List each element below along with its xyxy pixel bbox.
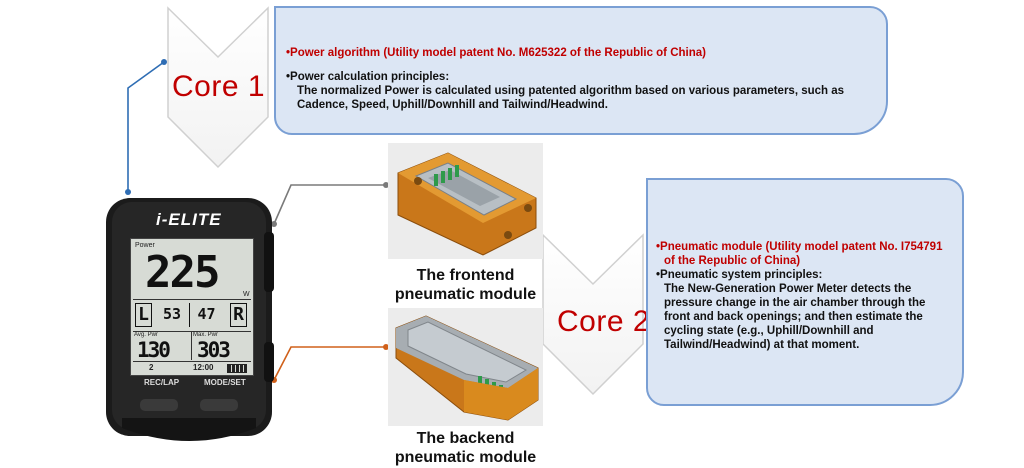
avg-power-value: 130 — [137, 338, 171, 362]
core1-body: The normalized Power is calculated using… — [297, 85, 845, 111]
power-value: 225 — [145, 247, 220, 298]
left-balance-value: 53 — [162, 305, 182, 323]
backend-module-image — [388, 308, 543, 426]
avg-power-label: Avg. Pwr — [134, 332, 158, 338]
rec-lap-button[interactable] — [140, 399, 178, 411]
core2-label: Core 2 — [557, 305, 651, 338]
right-marker: R — [230, 303, 247, 327]
core1-heading: •Power calculation principles: — [286, 71, 450, 83]
backend-module-caption: The backend pneumatic module — [388, 429, 543, 467]
rec-lap-button-label: REC/LAP — [144, 378, 180, 387]
core1-info-box: •Power algorithm (Utility model patent N… — [274, 6, 888, 135]
bike-computer-device: i-ELITE Power 225 W L 53 47 R Avg. Pwr M… — [104, 192, 276, 454]
max-power-value: 303 — [197, 338, 231, 362]
frontend-module-drawing — [397, 152, 537, 256]
lap-count: 2 — [149, 363, 154, 372]
core2-info-box: •Pneumatic module (Utility model patent … — [646, 178, 964, 406]
clock-display: 12:00 — [193, 363, 214, 372]
core2-title-line1: •Pneumatic module (Utility model patent … — [656, 241, 943, 253]
frontend-module-image — [388, 143, 543, 259]
mode-set-button[interactable] — [200, 399, 238, 411]
backend-caption-line1: The backend — [416, 430, 515, 447]
left-marker: L — [135, 303, 152, 327]
power-label: Power — [135, 242, 155, 249]
core2-chevron — [542, 233, 644, 396]
core2-heading: •Pneumatic system principles: — [656, 269, 823, 281]
mode-set-button-label: MODE/SET — [204, 378, 246, 387]
core2-title-line2: of the Republic of China) — [664, 255, 801, 267]
frontend-caption-line1: The frontend — [416, 267, 515, 284]
frontend-module-caption: The frontend pneumatic module — [388, 266, 543, 304]
core1-chevron — [167, 6, 269, 169]
backend-module-drawing — [395, 315, 539, 421]
device-screen: Power 225 W L 53 47 R Avg. Pwr Max. Pwr … — [130, 238, 254, 376]
max-power-label: Max. Pwr — [193, 332, 219, 338]
frontend-caption-line2: pneumatic module — [394, 286, 537, 303]
core1-title: •Power algorithm (Utility model patent N… — [286, 47, 706, 59]
power-unit: W — [243, 291, 250, 298]
backend-caption-line2: pneumatic module — [394, 449, 537, 466]
device-brand-logo: i-ELITE — [156, 210, 222, 229]
core2-body: The New-Generation Power Meter detects t… — [664, 283, 926, 351]
core1-label: Core 1 — [172, 70, 266, 103]
right-balance-value: 47 — [189, 303, 223, 327]
battery-icon — [227, 364, 247, 373]
